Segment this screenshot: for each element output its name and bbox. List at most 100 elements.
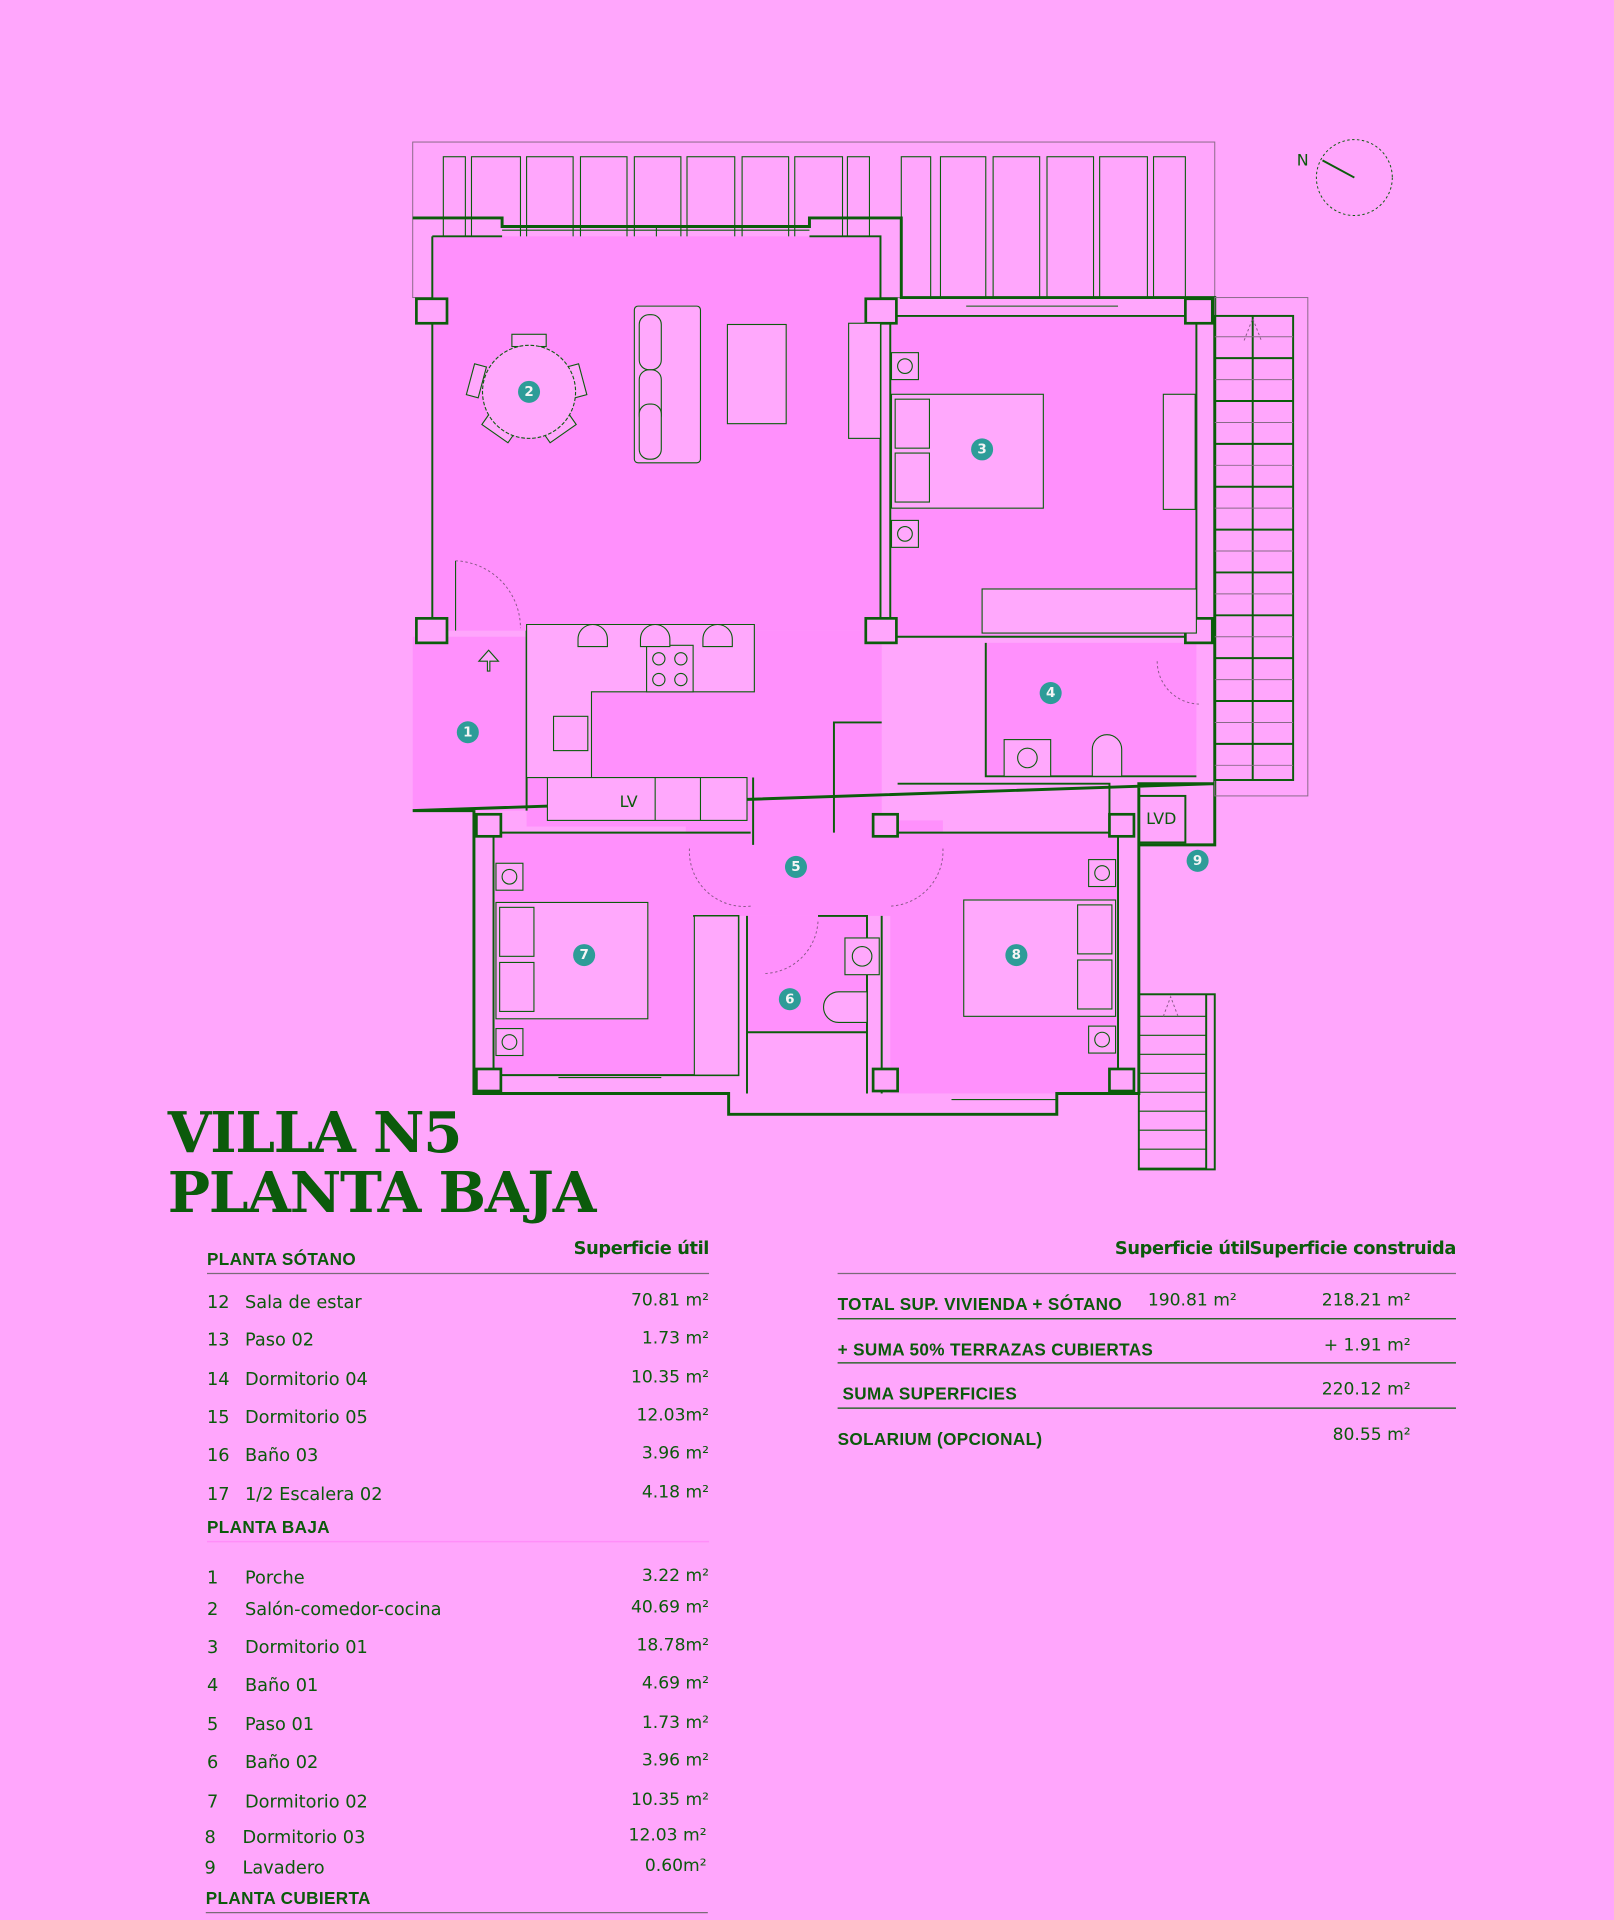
north-compass: N (1297, 139, 1393, 217)
badge-number: 8 (1012, 948, 1021, 963)
room-area: 1.73 m² (642, 1713, 709, 1733)
room-name: Paso 02 (245, 1331, 314, 1351)
room-number: 1 (207, 1568, 218, 1588)
room-area: 12.03 m² (629, 1825, 707, 1845)
rooms-area-table: Superficie útil PLANTA SÓTANO PLANTA BAJ… (205, 1239, 709, 1914)
column-header-built-area: Superficie construida (1250, 1239, 1456, 1259)
pergola-slat (1152, 156, 1186, 299)
badge-number: 6 (785, 992, 794, 1007)
room-number: 2 (207, 1600, 218, 1620)
badge-circle (784, 855, 807, 878)
column (864, 297, 898, 325)
room-name: Baño 03 (245, 1446, 318, 1466)
staircase-arrow-icon (1243, 317, 1262, 341)
room-number: 8 (205, 1828, 216, 1848)
sum-row-label: SUMA SUPERFICIES (843, 1384, 1018, 1404)
badge-number: 7 (579, 948, 588, 963)
room-name: 1/2 Escalera 02 (245, 1485, 383, 1505)
totals-table: Superficie útil Superficie construida TO… (838, 1239, 1457, 1449)
room-name: Dormitorio 05 (245, 1408, 368, 1428)
room-name: Baño 02 (245, 1753, 318, 1773)
column (864, 617, 898, 645)
kitchen (526, 623, 755, 821)
badge-circle (778, 988, 801, 1011)
table-row: 8 Dormitorio 03 12.03 m² (205, 1825, 707, 1847)
column (415, 617, 449, 645)
badge-circle (573, 944, 596, 967)
total-row-built: 218.21 m² (1322, 1290, 1411, 1310)
wardrobe (1162, 393, 1196, 510)
room-name: Lavadero (243, 1858, 325, 1878)
table-row: 15 Dormitorio 05 12.03m² (207, 1405, 709, 1427)
badge-number: 3 (977, 443, 986, 458)
solarium-row-built: 80.55 m² (1333, 1425, 1411, 1445)
wardrobe-bedroom-01 (981, 588, 1197, 634)
room-number: 15 (207, 1408, 230, 1428)
interior-wall-living (431, 235, 1198, 638)
terraces-row-built: + 1.91 m² (1324, 1336, 1411, 1356)
bed-bedroom-03 (963, 859, 1117, 1054)
badge-number: 5 (791, 860, 800, 875)
bed-bedroom-01 (890, 352, 1044, 548)
room-area: 18.78m² (636, 1636, 709, 1656)
room-number-badge: 3 (971, 438, 994, 461)
column (1108, 812, 1136, 838)
room-name: Sala de estar (245, 1293, 362, 1313)
staircase (1213, 314, 1295, 781)
exterior-wall (412, 216, 1217, 1116)
entry-arrow-icon (477, 649, 500, 672)
room-name: Paso 01 (245, 1715, 314, 1735)
room-area: 12.03m² (636, 1405, 709, 1425)
room-number: 17 (207, 1485, 230, 1505)
room-name: Dormitorio 03 (243, 1828, 366, 1848)
room-area: 3.22 m² (642, 1566, 709, 1586)
room-name: Salón-comedor-cocina (245, 1600, 442, 1620)
badge-circle (1186, 849, 1209, 872)
page-title-line2: PLANTA BAJA (168, 1160, 598, 1226)
room-number-badge: 6 (778, 988, 801, 1011)
room-name: Dormitorio 01 (245, 1638, 368, 1658)
room-number: 9 (205, 1858, 216, 1878)
room-number-badge: 4 (1039, 682, 1062, 705)
badge-circle (1039, 682, 1062, 705)
room-area: 70.81 m² (631, 1290, 709, 1310)
table-row: 5 Paso 01 1.73 m² (207, 1713, 709, 1735)
wardrobe-bedroom-02 (693, 915, 739, 1076)
room-name: Dormitorio 04 (245, 1370, 368, 1390)
column (1108, 1067, 1136, 1093)
room-area: 4.18 m² (642, 1483, 709, 1503)
pergola-slat (1046, 156, 1095, 299)
bathroom-02-fixtures (765, 920, 880, 1024)
room-name: Dormitorio 02 (245, 1792, 368, 1812)
room-number: 16 (207, 1446, 230, 1466)
badge-circle (518, 380, 541, 403)
room-area: 3.96 m² (642, 1751, 709, 1771)
room-name: Baño 01 (245, 1676, 318, 1696)
room-name: Porche (245, 1568, 305, 1588)
room-area: 0.60m² (645, 1856, 707, 1876)
bed-bedroom-02 (495, 862, 649, 1057)
column (415, 297, 449, 325)
badge-number: 1 (463, 725, 472, 740)
entrance-door-swing (455, 560, 521, 629)
column (1184, 297, 1214, 325)
badge-number: 2 (524, 385, 533, 400)
room-number-badge: 7 (573, 944, 596, 967)
exterior-stair-arrow-icon (1162, 995, 1179, 1017)
floor-plan: LVD (412, 139, 1393, 1171)
pergola-slat (900, 156, 932, 299)
room-number: 5 (207, 1715, 218, 1735)
column-header-useful-area: Superficie útil (574, 1239, 709, 1259)
room-area: 1.73 m² (642, 1328, 709, 1348)
room-area: 4.69 m² (642, 1674, 709, 1694)
terraces-row-label: + SUMA 50% TERRAZAS CUBIERTAS (838, 1340, 1154, 1360)
solarium-row-label: SOLARIUM (OPCIONAL) (838, 1429, 1043, 1449)
table-row: 1 Porche 3.22 m² (207, 1566, 709, 1588)
